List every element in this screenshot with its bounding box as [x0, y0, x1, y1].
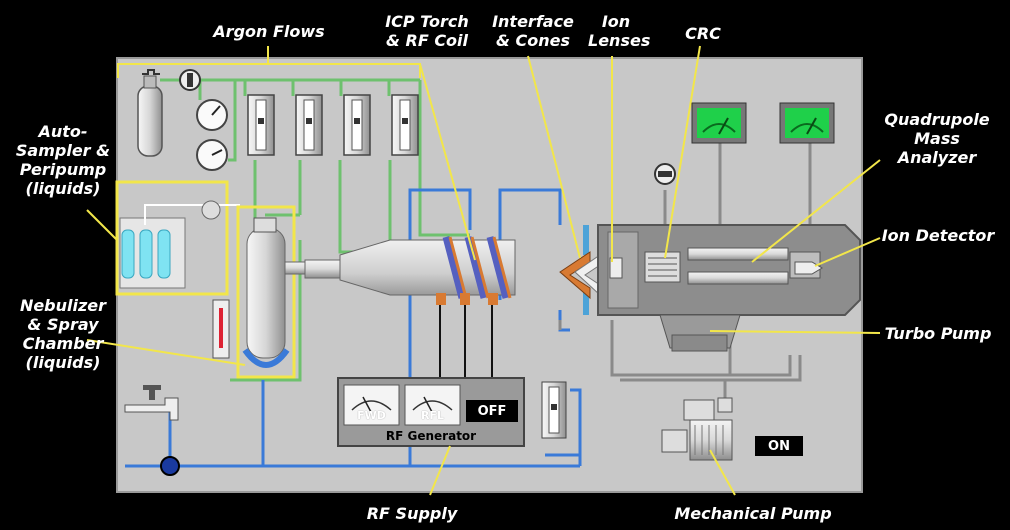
analyzer-meter-2: [779, 102, 835, 144]
vacuum-housing: [597, 224, 861, 316]
label-autosampler: Auto- Sampler & Peripump (liquids): [15, 122, 111, 198]
label-ion-lenses: Ion Lenses: [588, 12, 651, 50]
label-crc: CRC: [685, 24, 721, 43]
thermometer: [212, 299, 230, 359]
label-icp-torch: ICP Torch & RF Coil: [385, 12, 469, 50]
turbo-pump: [659, 314, 741, 352]
argon-cylinder: [137, 69, 163, 157]
label-mechanical-pump: Mechanical Pump: [674, 504, 832, 523]
icp-torch: [304, 236, 516, 305]
label-nebulizer: Nebulizer & Spray Chamber (liquids): [19, 296, 107, 372]
analyzer-meter-1: [691, 102, 747, 144]
water-tap: [124, 385, 179, 421]
water-valve: [160, 456, 180, 476]
vacuum-lines: [558, 143, 812, 405]
isolation-valve-icon: [654, 163, 676, 185]
label-ion-detector: Ion Detector: [881, 226, 995, 245]
pressure-gauge-2: [196, 139, 228, 171]
pressure-gauge-1: [196, 99, 228, 131]
rf-generator: [337, 377, 525, 447]
mechanical-pump: [661, 397, 733, 461]
label-rf-supply: RF Supply: [366, 504, 458, 523]
label-turbo-pump: Turbo Pump: [884, 324, 992, 343]
mech-pump-status-box: [755, 436, 803, 456]
mech-pump-status: ON: [768, 439, 790, 454]
gas-valve-icon: [179, 69, 201, 91]
flow-meter-5: [541, 381, 567, 439]
autosampler: [115, 180, 240, 296]
spray-chamber: [236, 205, 316, 379]
callout-leaders: [86, 45, 881, 496]
rf-fwd-label: FWD: [357, 409, 386, 422]
rf-status-label: OFF: [477, 404, 507, 419]
rf-generator-title: RF Generator: [385, 429, 477, 443]
label-interface-cones: Interface & Cones: [492, 12, 574, 50]
label-argon-flows: Argon Flows: [213, 22, 325, 41]
rf-rfl-label: RFL: [421, 409, 444, 422]
label-quadrupole: Quadrupole Mass Analyzer: [884, 110, 990, 167]
